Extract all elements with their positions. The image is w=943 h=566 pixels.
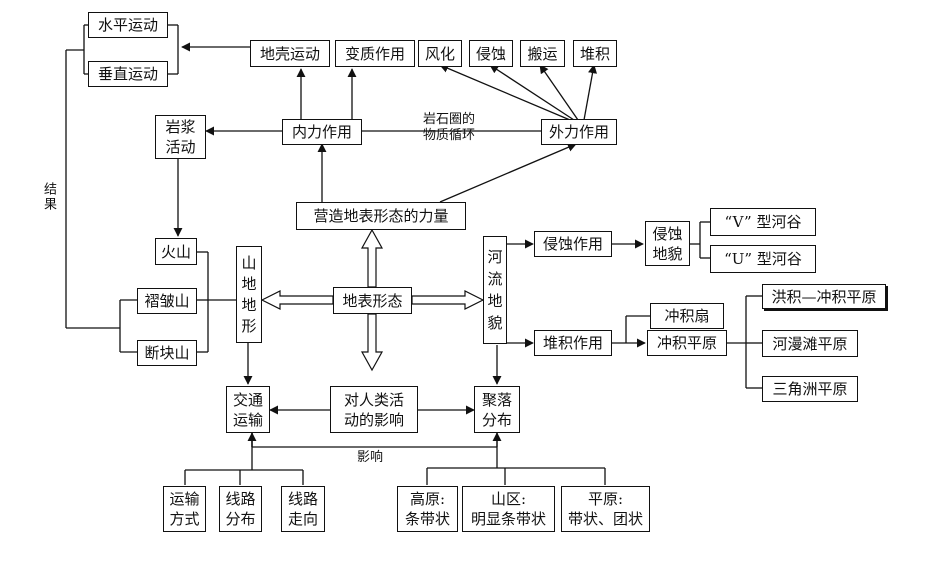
node-erosion-top: 侵蚀 [469, 40, 513, 67]
node-alluvial-fan: 冲积扇 [650, 303, 724, 329]
node-crustal-movement: 地壳运动 [250, 40, 330, 67]
node-erosional-landform: 侵蚀 地貌 [645, 221, 690, 266]
node-transport: 搬运 [520, 40, 565, 67]
node-magmatic-activity: 岩浆 活动 [155, 115, 206, 159]
node-endogenic-force: 内力作用 [282, 119, 362, 145]
node-alluvial-plain: 冲积平原 [647, 330, 727, 356]
node-transportation: 交通 运输 [226, 386, 270, 433]
node-horizontal-movement: 水平运动 [88, 12, 168, 38]
node-surface-form: 地表形态 [333, 287, 412, 314]
node-exogenic-force: 外力作用 [541, 119, 617, 145]
node-delta-plain: 三角洲平原 [762, 376, 858, 402]
node-erosion-action: 侵蚀作用 [534, 231, 612, 257]
node-settlement-distribution: 聚落 分布 [474, 386, 520, 433]
node-vertical-movement: 垂直运动 [88, 61, 168, 87]
node-alluvial-fan-plain: 洪积—冲积平原 [762, 284, 886, 309]
node-u-valley: “U” 型河谷 [710, 245, 816, 273]
label-result: 结果 [41, 182, 56, 212]
node-mountain-settlement: 山区: 明显条带状 [462, 486, 555, 532]
node-v-valley: “V” 型河谷 [710, 208, 816, 236]
node-mountain-terrain: 山 地 地 形 [236, 246, 262, 343]
label-influence: 影响 [356, 450, 383, 465]
node-deposition-action: 堆积作用 [534, 330, 612, 356]
label-rock-cycle: 岩石圈的 物质循环 [422, 112, 475, 143]
node-transport-mode: 运输 方式 [163, 486, 206, 532]
node-route-distribution: 线路 分布 [219, 486, 262, 532]
node-route-direction: 线路 走向 [281, 486, 325, 532]
node-volcano: 火山 [155, 238, 197, 265]
node-fault-block-mountain: 断块山 [137, 340, 197, 366]
node-floodplain: 河漫滩平原 [762, 330, 858, 357]
node-fold-mountain: 褶皱山 [137, 288, 197, 314]
node-landform-forces: 营造地表形态的力量 [296, 202, 466, 230]
node-deposition-top: 堆积 [573, 40, 617, 67]
node-human-impact: 对人类活 动的影响 [330, 386, 418, 433]
node-plateau-settlement: 高原: 条带状 [397, 486, 458, 532]
node-weathering: 风化 [418, 40, 462, 67]
node-metamorphism: 变质作用 [335, 40, 415, 67]
node-plain-settlement: 平原: 带状、团状 [561, 486, 650, 532]
node-river-landform: 河 流 地 貌 [483, 236, 507, 344]
